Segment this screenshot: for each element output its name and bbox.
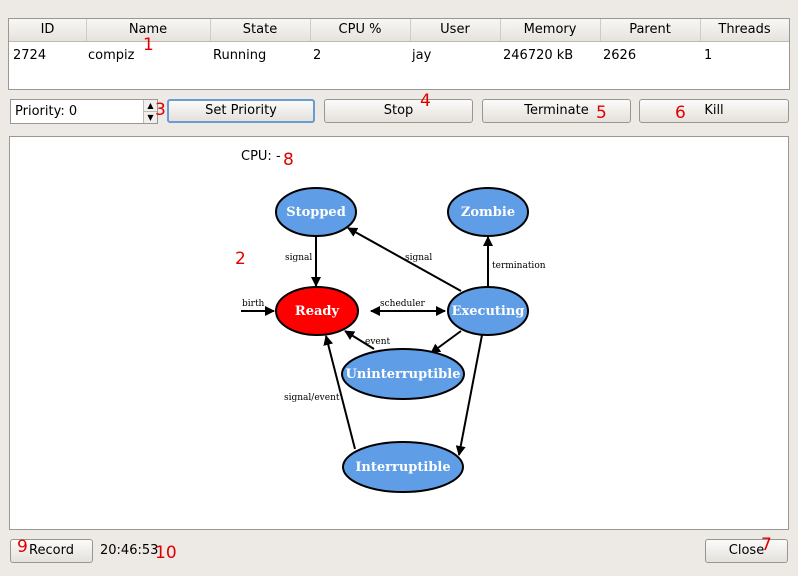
spin-up-icon[interactable]: ▲: [143, 100, 157, 111]
column-header-name[interactable]: Name: [86, 19, 211, 41]
state-label-zombie: Zombie: [461, 205, 515, 220]
priority-value: Priority: 0: [15, 104, 78, 119]
state-label-interruptible: Interruptible: [355, 460, 450, 475]
set-priority-button[interactable]: Set Priority: [167, 99, 315, 123]
column-header-user[interactable]: User: [410, 19, 501, 41]
marker-5: 5: [596, 103, 607, 123]
edge-uninterruptible-ready: [344, 330, 375, 350]
edge-interruptible-ready: [323, 335, 356, 450]
cell-threads: 1: [704, 48, 713, 63]
column-header-threads[interactable]: Threads: [718, 22, 771, 37]
edge-label-termination: termination: [492, 261, 546, 271]
record-button[interactable]: Record: [10, 539, 93, 563]
kill-button[interactable]: Kill: [639, 99, 789, 123]
state-ready: [275, 286, 359, 336]
process-table[interactable]: ID Name State CPU % User Memory Parent T…: [8, 18, 790, 90]
cell-cpu: 2: [313, 48, 322, 63]
edge-label-signal-event: signal/event: [284, 393, 340, 403]
edge-label-scheduler: scheduler: [380, 299, 426, 309]
priority-spinbox[interactable]: Priority: 0 ▲ ▼: [10, 99, 158, 124]
edge-label-birth: birth: [242, 299, 265, 309]
marker-3: 3: [155, 100, 166, 120]
cell-memory: 246720 kB: [503, 48, 574, 63]
edge-label-signal-left: signal: [285, 253, 312, 263]
state-stopped: [275, 187, 357, 237]
timestamp: 20:46:53: [100, 543, 159, 558]
marker-7: 7: [761, 535, 772, 555]
column-header-state[interactable]: State: [210, 19, 311, 41]
edge-executing-uninterruptible: [430, 330, 462, 354]
marker-1: 1: [143, 35, 154, 55]
terminate-button[interactable]: Terminate: [482, 99, 631, 123]
cpu-label: CPU: -: [241, 149, 281, 164]
column-header-id[interactable]: ID: [9, 19, 87, 41]
marker-8: 8: [283, 150, 294, 170]
marker-10: 10: [155, 543, 177, 563]
process-state-diagram: Stopped Zombie Ready Executing Uninterru…: [241, 187, 546, 493]
spin-down-icon[interactable]: ▼: [143, 111, 157, 123]
edge-executing-stopped: [347, 227, 462, 292]
cell-user: jay: [412, 48, 432, 63]
state-label-uninterruptible: Uninterruptible: [346, 367, 461, 382]
edge-label-signal-right: signal: [405, 253, 432, 263]
state-executing: [447, 286, 529, 336]
marker-2: 2: [235, 249, 246, 269]
state-label-executing: Executing: [452, 304, 525, 319]
table-header: ID Name State CPU % User Memory Parent T…: [9, 19, 789, 42]
state-uninterruptible: [341, 348, 465, 400]
edge-label-event: event: [365, 337, 391, 347]
state-label-ready: Ready: [295, 304, 340, 319]
column-header-memory[interactable]: Memory: [500, 19, 601, 41]
marker-6: 6: [675, 103, 686, 123]
cell-state: Running: [213, 48, 267, 63]
state-interruptible: [342, 441, 464, 493]
cell-parent: 2626: [603, 48, 637, 63]
column-header-cpu[interactable]: CPU %: [310, 19, 411, 41]
cell-name: compiz: [88, 48, 135, 63]
edge-executing-interruptible: [455, 334, 483, 456]
column-header-parent[interactable]: Parent: [600, 19, 701, 41]
cell-id: 2724: [13, 48, 47, 63]
state-label-stopped: Stopped: [286, 205, 346, 220]
close-button[interactable]: Close: [705, 539, 788, 563]
marker-9: 9: [17, 537, 28, 557]
marker-4: 4: [420, 91, 431, 111]
state-zombie: [447, 187, 529, 237]
state-diagram-panel: CPU: -: [9, 136, 789, 530]
stop-button[interactable]: Stop: [324, 99, 473, 123]
